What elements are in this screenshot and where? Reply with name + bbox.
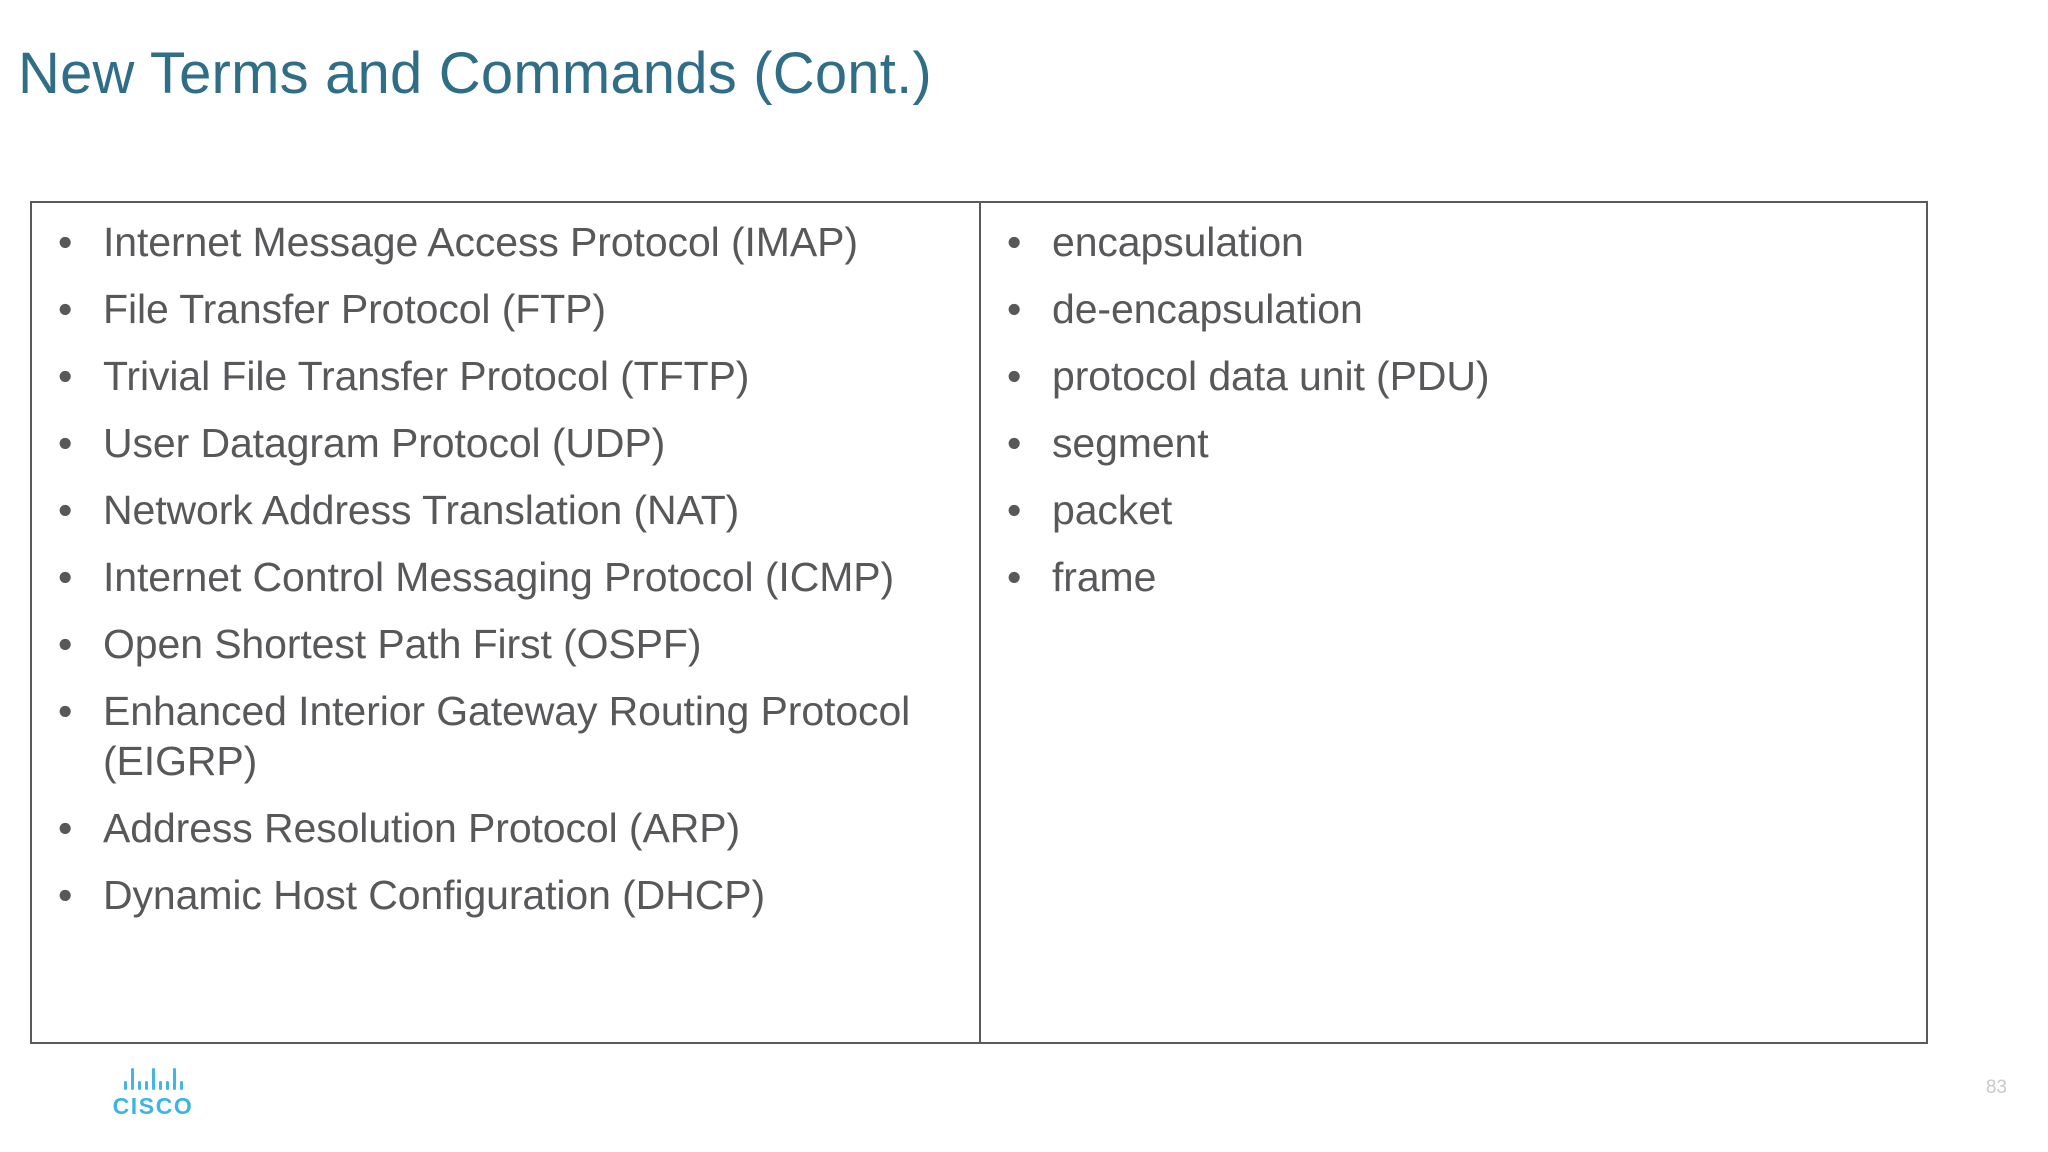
bullet-icon: • [58,805,73,851]
list-item: • Trivial File Transfer Protocol (TFTP) [50,351,961,401]
bullet-icon: • [1007,554,1022,600]
term-label: Network Address Translation (NAT) [103,487,740,533]
bullet-icon: • [1007,219,1022,265]
terms-column-right: • encapsulation • de-encapsulation • protocol… [981,203,1926,1042]
cisco-bars-icon [88,1068,218,1090]
cisco-bar [151,1068,155,1090]
list-item: • Dynamic Host Configuration (DHCP) [50,870,961,920]
bullet-icon: • [58,286,73,332]
right-term-list: • encapsulation • de-encapsulation • protocol… [999,217,1908,602]
list-item: • protocol data unit (PDU) [999,351,1908,401]
list-item: • encapsulation [999,217,1908,267]
list-item: • Internet Control Messaging Protocol (IC… [50,552,961,602]
list-item: • Enhanced Interior Gateway Routing Proto… [50,686,961,786]
term-label: Internet Control Messaging Protocol (ICM… [103,554,895,600]
list-item: • segment [999,418,1908,468]
bullet-icon: • [58,621,73,667]
term-label: Dynamic Host Configuration (DHCP) [103,872,766,918]
term-label: segment [1052,420,1209,466]
page-title: New Terms and Commands (Cont.) [18,41,932,106]
list-item: • File Transfer Protocol (FTP) [50,284,961,334]
list-item: • de-encapsulation [999,284,1908,334]
list-item: • packet [999,485,1908,535]
term-label: Address Resolution Protocol (ARP) [103,805,741,851]
bullet-icon: • [58,219,73,265]
term-label: File Transfer Protocol (FTP) [103,286,606,332]
cisco-bar [172,1068,176,1090]
term-label: Enhanced Interior Gateway Routing Protoc… [103,688,911,784]
term-label: Trivial File Transfer Protocol (TFTP) [103,353,750,399]
term-label: Internet Message Access Protocol (IMAP) [103,219,858,265]
term-label: frame [1052,554,1157,600]
term-label: Open Shortest Path First (OSPF) [103,621,702,667]
term-label: protocol data unit (PDU) [1052,353,1490,399]
page-number: 83 [1985,1077,2007,1098]
cisco-bar [137,1081,141,1090]
terms-column-left: • Internet Message Access Protocol (IMAP)… [32,203,981,1042]
list-item: • User Datagram Protocol (UDP) [50,418,961,468]
bullet-icon: • [1007,487,1022,533]
cisco-logo: CISCO [88,1068,218,1130]
bullet-icon: • [1007,286,1022,332]
term-label: packet [1052,487,1173,533]
cisco-bar [130,1068,134,1090]
list-item: • Internet Message Access Protocol (IMAP) [50,217,961,267]
cisco-bar [165,1081,169,1090]
bullet-icon: • [58,420,73,466]
list-item: • Address Resolution Protocol (ARP) [50,803,961,853]
bullet-icon: • [58,872,73,918]
bullet-icon: • [58,353,73,399]
cisco-bar [158,1081,162,1090]
list-item: • frame [999,552,1908,602]
list-item: • Open Shortest Path First (OSPF) [50,619,961,669]
list-item: • Network Address Translation (NAT) [50,485,961,535]
left-term-list: • Internet Message Access Protocol (IMAP)… [50,217,961,920]
cisco-bar [123,1081,127,1090]
bullet-icon: • [58,554,73,600]
cisco-bar [179,1081,183,1090]
term-label: encapsulation [1052,219,1304,265]
bullet-icon: • [58,487,73,533]
bullet-icon: • [1007,353,1022,399]
bullet-icon: • [1007,420,1022,466]
term-label: User Datagram Protocol (UDP) [103,420,666,466]
cisco-wordmark: CISCO [112,1093,194,1119]
bullet-icon: • [58,688,73,734]
terms-table: • Internet Message Access Protocol (IMAP)… [30,201,1928,1044]
term-label: de-encapsulation [1052,286,1363,332]
cisco-bar [144,1081,148,1090]
